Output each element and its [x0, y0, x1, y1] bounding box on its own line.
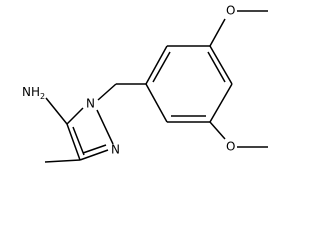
- double-bond-b3-b4: [207, 51, 226, 83]
- bond-b4-b5: [209, 83, 233, 123]
- pyrazole-n2-label: N: [111, 143, 120, 157]
- pyrazole-ring: N N: [66, 97, 120, 161]
- double-bond-c4-c3: [82, 144, 107, 154]
- bond-b6-b1: [145, 83, 168, 123]
- methoxy-bottom-oxygen: O: [226, 140, 235, 154]
- amine-subscript: 2: [40, 92, 45, 101]
- bond-n1-c5: [66, 107, 84, 125]
- bond-c5-nh2: [45, 97, 68, 125]
- double-bond-c5-c4: [72, 126, 85, 156]
- bond-b1-b2: [145, 45, 168, 85]
- amine-label: NH2: [22, 85, 45, 101]
- bond-c5-c4: [66, 123, 81, 161]
- benzene-ring: [145, 45, 233, 123]
- bond-ch2-n1: [97, 83, 117, 101]
- bond-c4-methyl: [44, 159, 81, 163]
- methoxy-top: O: [209, 4, 268, 47]
- bond-c4-c3: [79, 149, 109, 161]
- double-bond-b1-b2: [152, 51, 171, 83]
- pyrazole-n1-label: N: [86, 97, 95, 111]
- amine-group: NH2: [22, 85, 68, 125]
- bond-b5-o-bottom: [209, 121, 226, 140]
- amine-text: NH: [22, 85, 40, 99]
- bond-b3-o-top: [209, 18, 226, 47]
- bond-n2-n1: [96, 109, 114, 145]
- methylene-linker: [97, 83, 146, 101]
- structure-diagram: O O N N NH2: [22, 4, 268, 163]
- methoxy-bottom: O: [209, 121, 268, 154]
- methoxy-top-oxygen: O: [226, 4, 235, 18]
- bond-b3-b4: [209, 45, 233, 85]
- methyl-group: [44, 159, 81, 163]
